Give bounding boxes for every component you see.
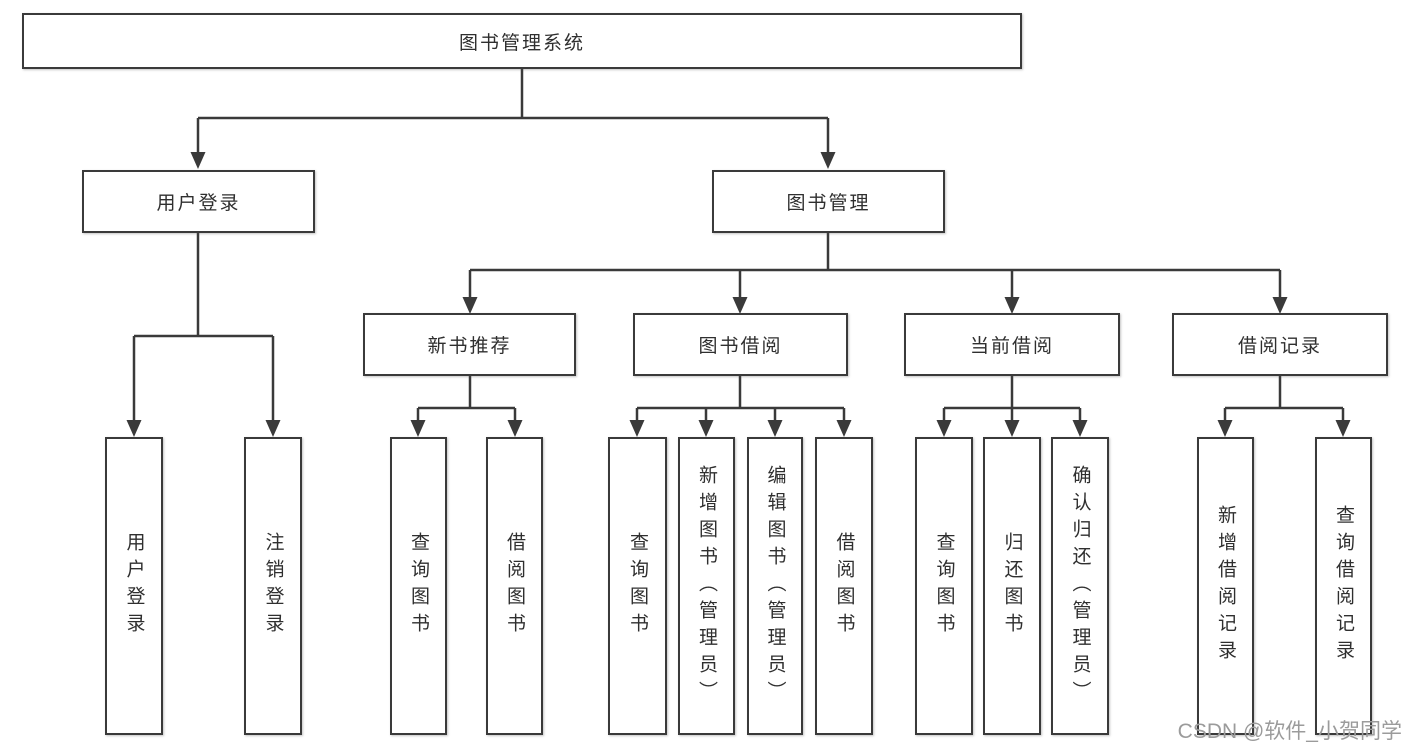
leaf-query-books-current: 查询图书 <box>915 437 973 735</box>
node-label: 当前借阅 <box>969 336 1054 357</box>
leaf-query-books-recommend: 查询图书 <box>390 437 447 735</box>
leaf-borrow-books-recommend: 借阅图书 <box>486 437 543 735</box>
leaf-return-book: 归还图书 <box>983 437 1041 735</box>
node-user-login: 用户登录 <box>82 170 315 233</box>
node-book-management: 图书管理 <box>712 170 945 233</box>
leaf-label: 查询借阅记录 <box>1333 505 1354 667</box>
leaf-label: 编辑图书（管理员） <box>764 464 786 708</box>
leaf-edit-book-admin: 编辑图书（管理员） <box>747 437 803 735</box>
node-label: 借阅记录 <box>1237 336 1322 357</box>
node-current-borrowing: 当前借阅 <box>904 313 1120 376</box>
leaf-add-book-admin: 新增图书（管理员） <box>678 437 735 735</box>
leaf-label: 查询图书 <box>933 532 955 640</box>
leaf-borrow-books-borrow: 借阅图书 <box>815 437 873 735</box>
leaf-label: 借阅图书 <box>504 532 525 640</box>
node-library-management-system: 图书管理系统 <box>22 13 1022 69</box>
leaf-query-borrow-record: 查询借阅记录 <box>1315 437 1372 735</box>
leaf-label: 借阅图书 <box>833 532 855 640</box>
leaf-label: 查询图书 <box>408 532 429 640</box>
leaf-confirm-return-admin: 确认归还（管理员） <box>1051 437 1109 735</box>
leaf-label: 新增借阅记录 <box>1215 505 1236 667</box>
leaf-add-borrow-record: 新增借阅记录 <box>1197 437 1254 735</box>
csdn-watermark: CSDN @软件_小贺同学 <box>1177 720 1402 743</box>
leaf-label: 注销登录 <box>262 532 284 640</box>
leaf-user-login: 用户登录 <box>105 437 163 735</box>
leaf-label: 查询图书 <box>627 532 648 640</box>
connector-paths <box>132 69 1345 422</box>
leaf-label: 新增图书（管理员） <box>696 464 717 708</box>
node-new-book-recommend: 新书推荐 <box>363 313 576 376</box>
leaf-label: 归还图书 <box>1001 532 1023 640</box>
node-label: 图书借阅 <box>698 336 783 357</box>
node-label: 图书管理 <box>786 193 871 214</box>
leaf-label: 确认归还（管理员） <box>1069 464 1091 708</box>
node-label: 图书管理系统 <box>458 32 585 54</box>
node-book-borrowing: 图书借阅 <box>633 313 848 376</box>
node-label: 用户登录 <box>156 193 241 214</box>
leaf-logout-login: 注销登录 <box>244 437 302 735</box>
node-label: 新书推荐 <box>427 336 512 357</box>
leaf-label: 用户登录 <box>123 532 145 640</box>
node-borrowing-records: 借阅记录 <box>1172 313 1388 376</box>
leaf-query-books-borrow: 查询图书 <box>608 437 667 735</box>
